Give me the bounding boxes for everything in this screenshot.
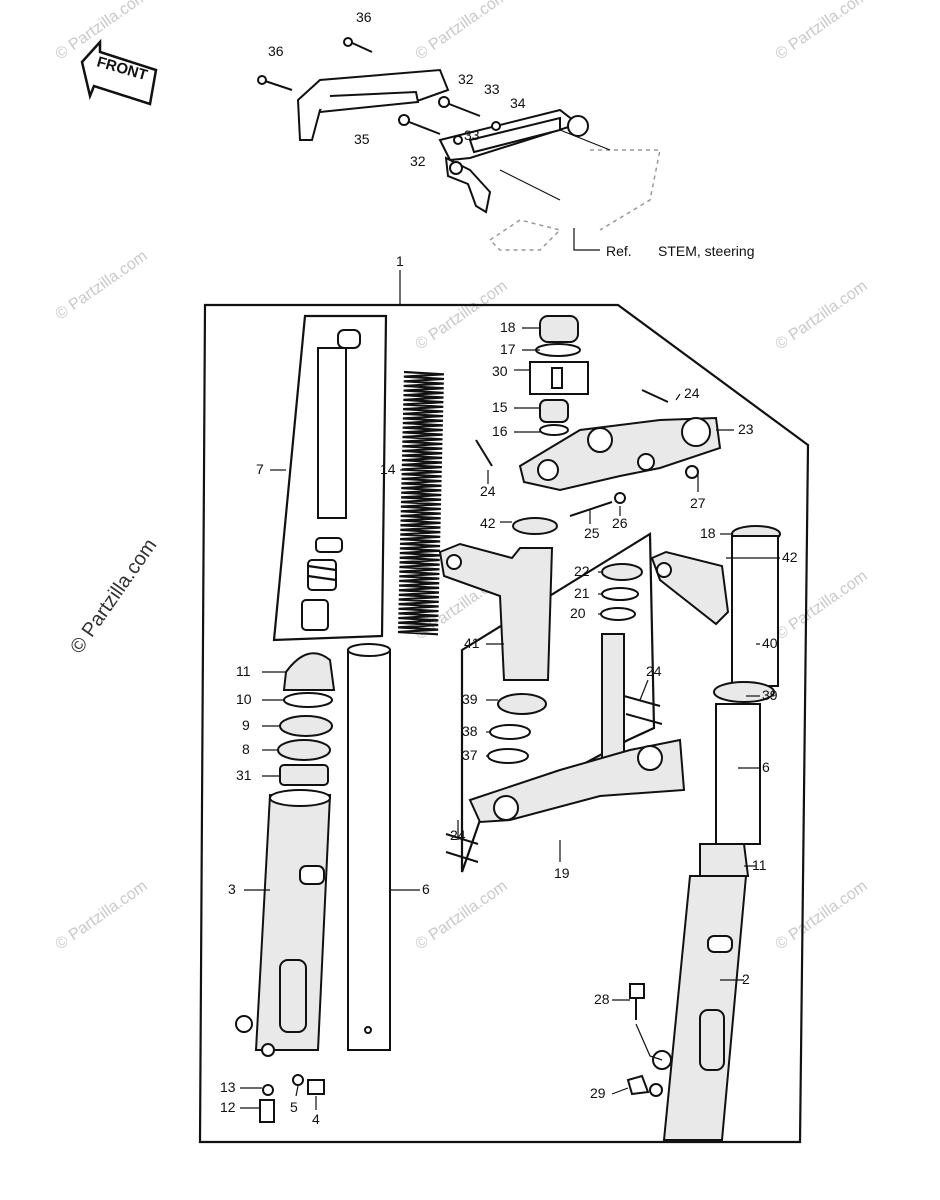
main-assembly-frame — [198, 303, 810, 1144]
steering-stem-parts — [445, 563, 686, 863]
callout-22: 22 — [574, 563, 590, 579]
callout-24: 24 — [480, 483, 496, 499]
callout-36: 36 — [268, 43, 284, 59]
callout-31: 31 — [236, 767, 252, 783]
callout-20: 20 — [570, 605, 586, 621]
callout-9: 9 — [242, 717, 250, 733]
callout-14: 14 — [380, 461, 396, 477]
upper-bracket-parts — [475, 315, 722, 517]
leader-lines — [240, 327, 780, 1110]
watermark-text: © Partzilla.com — [773, 0, 871, 63]
callout-18: 18 — [700, 525, 716, 541]
callout-2: 2 — [742, 971, 750, 987]
callout-39: 39 — [462, 691, 478, 707]
callout-42: 42 — [782, 549, 798, 565]
callout-35: 35 — [354, 131, 370, 147]
callout-40: 40 — [762, 635, 778, 651]
callout-1: 1 — [396, 253, 404, 269]
callout-33: 33 — [464, 127, 480, 143]
callout-32: 32 — [458, 71, 474, 87]
watermark-text: © Partzilla.com — [53, 248, 151, 324]
callout-26: 26 — [612, 515, 628, 531]
callout-29: 29 — [590, 1085, 606, 1101]
callout-42: 42 — [480, 515, 496, 531]
callout-4: 4 — [312, 1111, 320, 1127]
callout-30: 30 — [492, 363, 508, 379]
spring-coils — [397, 370, 445, 636]
callout-3: 3 — [228, 881, 236, 897]
callout-6: 6 — [422, 881, 430, 897]
callout-8: 8 — [242, 741, 250, 757]
callout-21: 21 — [574, 585, 590, 601]
reference-text: STEM, steering — [658, 243, 754, 259]
watermark-text: © Partzilla.com — [773, 878, 871, 954]
left-outer-fork-leg — [235, 789, 332, 1123]
callout-13: 13 — [220, 1079, 236, 1095]
callout-34: 34 — [510, 95, 526, 111]
callout-18: 18 — [500, 319, 516, 335]
callout-23: 23 — [738, 421, 754, 437]
watermark-text-large: © Partzilla.com — [66, 535, 161, 658]
callout-11: 11 — [752, 857, 767, 873]
callout-32: 32 — [410, 153, 426, 169]
callout-11: 11 — [236, 663, 251, 679]
callout-36: 36 — [356, 9, 372, 25]
left-fork-inner-tube — [347, 643, 391, 1051]
callout-37: 37 — [462, 747, 478, 763]
callout-39: 39 — [762, 687, 778, 703]
callout-5: 5 — [290, 1099, 298, 1115]
callout-41: 41 — [464, 635, 480, 651]
callout-numbers: 36 36 35 32 33 34 33 32 1 18 17 30 15 16… — [220, 9, 798, 1127]
callout-17: 17 — [500, 341, 516, 357]
headlight-bracket-left — [438, 517, 558, 764]
callout-16: 16 — [492, 423, 508, 439]
front-badge: FRONT — [80, 38, 158, 106]
lower-bracket-subbox — [460, 532, 656, 873]
callout-10: 10 — [236, 691, 252, 707]
callout-25: 25 — [584, 525, 600, 541]
fork-spring — [397, 370, 445, 636]
callout-19: 19 — [554, 865, 570, 881]
watermark-text: © Partzilla.com — [53, 878, 151, 954]
watermark-text: © Partzilla.com — [413, 278, 511, 354]
callout-28: 28 — [594, 991, 610, 1007]
reference-prefix: Ref. — [606, 243, 632, 259]
callout-15: 15 — [492, 399, 508, 415]
watermark-text: © Partzilla.com — [413, 0, 511, 63]
left-fork-seals — [277, 652, 336, 786]
callout-7: 7 — [256, 461, 264, 477]
right-fork-assembly — [626, 525, 781, 1141]
inner-tube-subbox — [272, 314, 388, 642]
watermark-text: © Partzilla.com — [773, 278, 871, 354]
callout-24: 24 — [684, 385, 700, 401]
damper-rod-parts — [301, 329, 361, 631]
callout-33: 33 — [484, 81, 500, 97]
callout-12: 12 — [220, 1099, 236, 1115]
callout-24: 24 — [646, 663, 662, 679]
callout-6: 6 — [762, 759, 770, 775]
callout-38: 38 — [462, 723, 478, 739]
callout-27: 27 — [690, 495, 706, 511]
watermark-text: © Partzilla.com — [773, 568, 871, 644]
handlebar-bracket-assembly — [257, 37, 661, 251]
callout-24: 24 — [450, 827, 466, 843]
